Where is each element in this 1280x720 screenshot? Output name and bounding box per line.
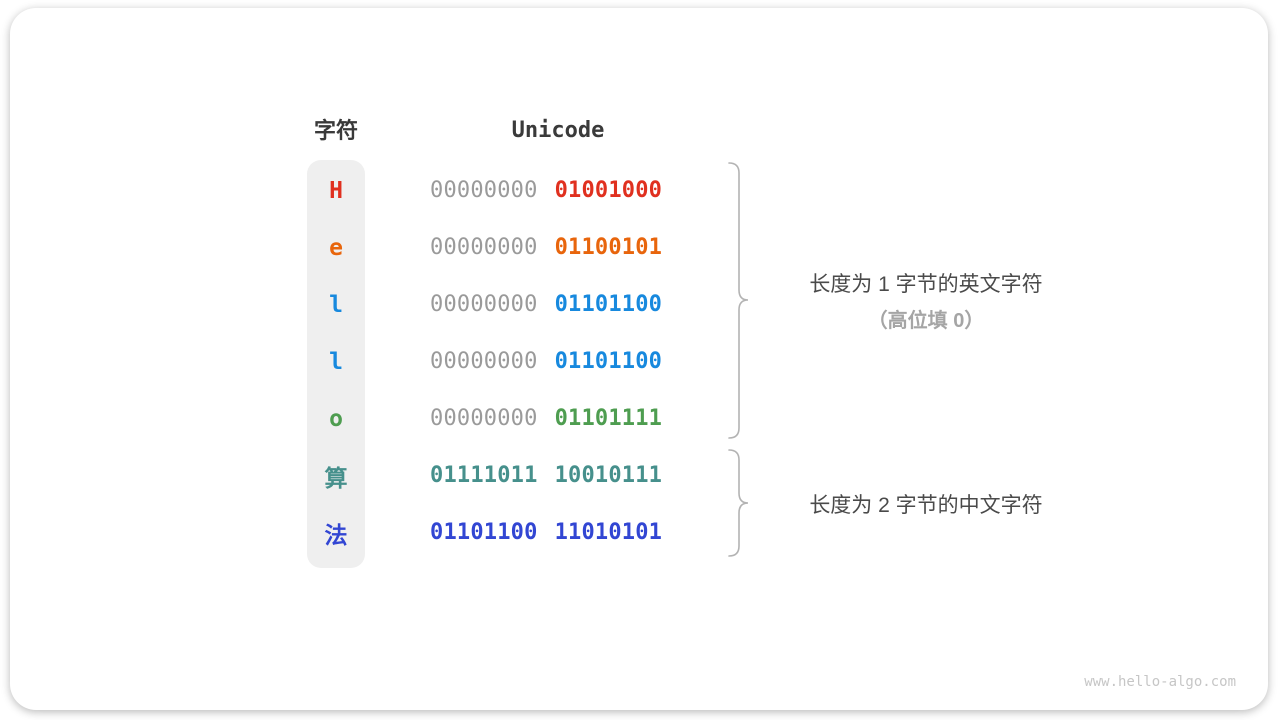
table-row: l 00000000 01101100	[307, 276, 662, 333]
high-byte: 01101100	[430, 520, 538, 545]
unicode-binary-cell: 00000000 01101100	[430, 292, 662, 317]
annotation-english-chars: 长度为 1 字节的英文字符 （高位填 0）	[716, 266, 1136, 340]
low-byte: 01101100	[554, 292, 663, 317]
unicode-binary-cell: 00000000 01100101	[430, 235, 662, 260]
character-cell: l	[329, 291, 343, 318]
unicode-binary-cell: 01101100 11010101	[430, 520, 662, 545]
char-column-background	[307, 160, 365, 568]
character-cell: o	[329, 405, 343, 432]
character-cell: l	[329, 348, 343, 375]
character-cell: 法	[324, 522, 348, 549]
annotation-chinese-chars: 长度为 2 字节的中文字符	[716, 487, 1136, 524]
diagram-card: 字符 Unicode H 00000000 01001000 e 0000000…	[10, 8, 1268, 710]
character-cell: e	[329, 234, 343, 261]
low-byte: 10010111	[554, 463, 663, 488]
high-byte: 00000000	[430, 235, 538, 260]
unicode-binary-cell: 00000000 01001000	[430, 178, 662, 203]
annotation-line-1: 长度为 2 字节的中文字符	[809, 494, 1043, 517]
unicode-binary-cell: 00000000 01101111	[430, 406, 662, 431]
unicode-binary-cell: 00000000 01101100	[430, 349, 662, 374]
column-header-char: 字符	[313, 118, 358, 143]
annotation-line-2: （高位填 0）	[867, 310, 985, 332]
watermark: www.hello-algo.com	[1084, 674, 1236, 690]
table-row: o 00000000 01101111	[307, 390, 662, 447]
high-byte: 00000000	[430, 349, 538, 374]
table-row: 算 01111011 10010111	[307, 447, 662, 504]
low-byte: 01101100	[554, 349, 663, 374]
low-byte: 01001000	[554, 178, 663, 203]
table-row: 法 01101100 11010101	[307, 504, 662, 561]
encoding-table: H 00000000 01001000 e 00000000 01100101 …	[307, 162, 662, 561]
column-header-unicode: Unicode	[511, 118, 605, 143]
annotation-line-1: 长度为 1 字节的英文字符	[809, 273, 1043, 296]
table-row: H 00000000 01001000	[307, 162, 662, 219]
high-byte: 01111011	[430, 463, 538, 488]
low-byte: 11010101	[554, 520, 663, 545]
table-row: l 00000000 01101100	[307, 333, 662, 390]
high-byte: 00000000	[430, 292, 538, 317]
table-row: e 00000000 01100101	[307, 219, 662, 276]
unicode-binary-cell: 01111011 10010111	[430, 463, 662, 488]
character-cell: 算	[324, 465, 348, 492]
low-byte: 01100101	[554, 235, 663, 260]
high-byte: 00000000	[430, 178, 538, 203]
character-cell: H	[329, 177, 343, 204]
high-byte: 00000000	[430, 406, 538, 431]
low-byte: 01101111	[554, 406, 663, 431]
